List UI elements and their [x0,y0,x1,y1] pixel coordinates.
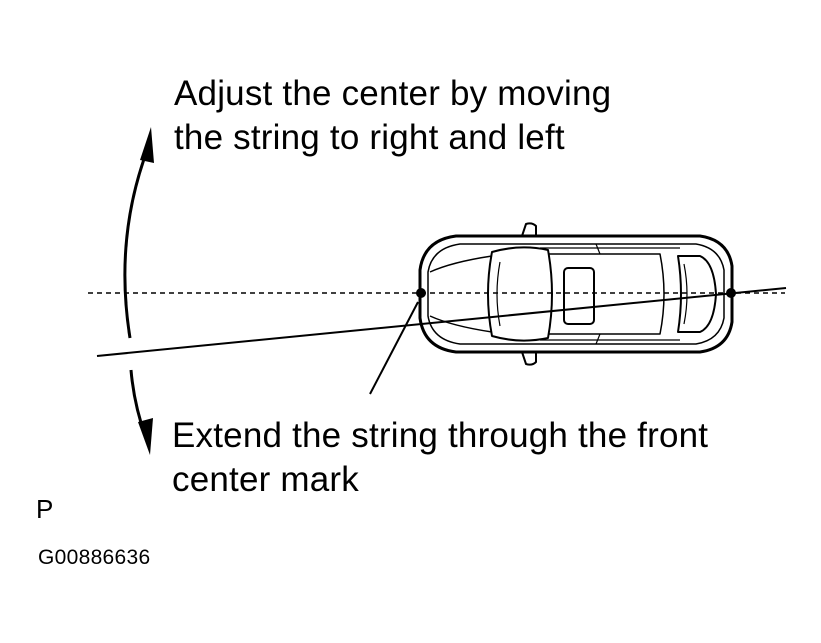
figure-code: G00886636 [38,546,151,569]
mirror-bottom [521,351,537,366]
rear-center-mark [726,288,736,298]
extend-string-label-line2: center mark [172,460,359,499]
sunroof [563,267,595,325]
car-top-view [418,222,734,366]
extend-string-label: Extend the string through the front cent… [172,414,708,502]
section-letter: P [36,494,54,524]
front-center-mark [416,288,426,298]
string-line [96,287,787,357]
adjust-arc-arrow [123,127,154,455]
adjust-center-label: Adjust the center by moving the string t… [174,72,611,160]
arrow-down-icon [138,418,153,455]
extend-string-label-line1: Extend the string through the front [172,416,709,455]
arrow-up-icon [140,127,154,163]
leader-line [369,301,419,395]
adjust-center-label-line2: the string to right and left [174,118,565,157]
mirror-top [521,222,537,237]
adjust-center-label-line1: Adjust the center by moving [174,74,612,113]
